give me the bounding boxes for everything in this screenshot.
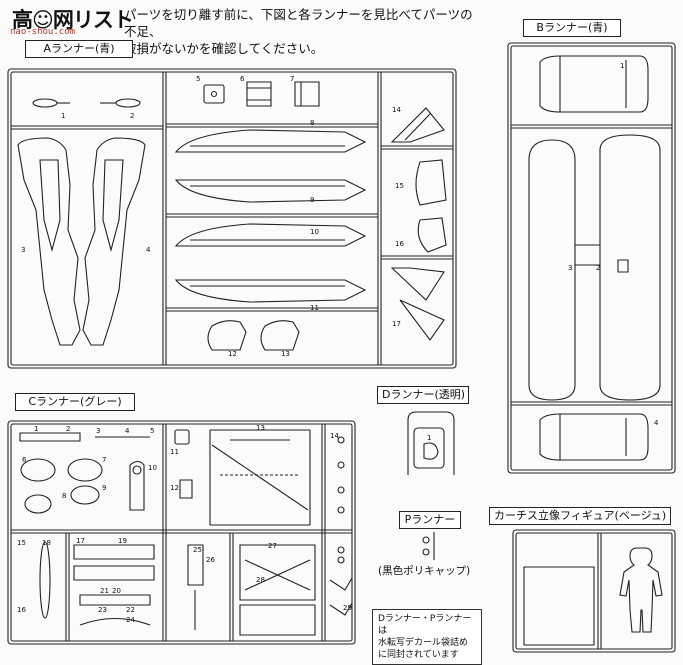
- c-part-28: 28: [256, 576, 265, 584]
- c-part-11: 11: [170, 448, 179, 456]
- b-runner-parts: [529, 56, 660, 460]
- c-part-10: 10: [148, 464, 157, 472]
- a-part-2: 2: [130, 112, 134, 120]
- figure-runner-label: カーチス立像フィギュア(ベージュ): [489, 507, 671, 525]
- d-runner-part-numbers: 1: [427, 434, 431, 442]
- note-line-3: に同封されています: [378, 650, 459, 660]
- a-part-11: 11: [310, 304, 319, 312]
- c-part-29: 29: [343, 604, 352, 612]
- a-part-16: 16: [395, 240, 404, 248]
- c-part-16: 16: [17, 606, 26, 614]
- c-part-23: 23: [98, 606, 107, 614]
- c-part-12: 12: [170, 484, 179, 492]
- a-part-10: 10: [310, 228, 319, 236]
- watermark: nao-shou.com: [10, 27, 76, 37]
- p-runner-label: Pランナー: [399, 511, 461, 529]
- c-part-5: 5: [150, 427, 154, 435]
- c-runner-frame: [8, 421, 355, 644]
- c-part-22: 22: [126, 606, 135, 614]
- c-runner-part-numbers: 1 2 3 4 5 6 7 8 9 10 11 12 13 14 15 16 1…: [17, 424, 352, 624]
- c-runner-parts: [20, 430, 352, 635]
- a-runner-parts: [18, 82, 446, 350]
- b-part-1: 1: [620, 62, 624, 70]
- c-part-3: 3: [96, 427, 100, 435]
- c-part-4: 4: [125, 427, 130, 435]
- c-part-1: 1: [34, 425, 38, 433]
- a-part-1: 1: [61, 112, 65, 120]
- a-runner-frame: [8, 69, 456, 368]
- c-part-2: 2: [66, 425, 70, 433]
- b-part-4: 4: [654, 419, 659, 427]
- c-part-7: 7: [102, 456, 106, 464]
- a-part-4: 4: [146, 246, 151, 254]
- c-part-21: 21: [100, 587, 109, 595]
- delivery-note: Dランナー・Pランナーは 水転写デカール袋詰め に同封されています: [372, 609, 482, 665]
- c-part-13: 13: [256, 424, 265, 432]
- a-part-17: 17: [392, 320, 401, 328]
- c-part-27: 27: [268, 542, 277, 550]
- note-line-2: 水転写デカール袋詰め: [378, 638, 469, 648]
- d-runner-frame: [408, 412, 454, 475]
- c-part-15: 15: [17, 539, 26, 547]
- a-part-5: 5: [196, 75, 200, 83]
- a-part-15: 15: [395, 182, 404, 190]
- intro-line-2: 破損がないかを確認してください。: [124, 41, 324, 56]
- d-runner-label: Dランナー(透明): [377, 386, 469, 404]
- d-part-1: 1: [427, 434, 431, 442]
- page-title: 高☺网リスト: [12, 4, 134, 34]
- a-runner-label: Aランナー(青): [25, 40, 133, 58]
- c-part-20: 20: [112, 587, 121, 595]
- a-part-6: 6: [240, 75, 245, 83]
- c-part-14: 14: [330, 432, 339, 440]
- p-runner-caption: (黒色ポリキャップ): [378, 565, 471, 577]
- c-part-19: 19: [118, 537, 127, 545]
- c-part-18: 18: [42, 539, 51, 547]
- a-part-7: 7: [290, 75, 294, 83]
- a-part-14: 14: [392, 106, 401, 114]
- c-part-8: 8: [62, 492, 66, 500]
- p-runner-parts: [423, 532, 434, 560]
- intro-line-1: パーツを切り離す前に、下図と各ランナーを見比べてパーツの不足、: [124, 7, 473, 39]
- b-runner-label: Bランナー(青): [523, 19, 621, 37]
- a-part-13: 13: [281, 350, 290, 358]
- c-runner-label: Cランナー(グレー): [15, 393, 135, 411]
- c-part-26: 26: [206, 556, 215, 564]
- a-runner-part-numbers: 1 2 3 4 5 6 7 8 9 10 11 12 13 14 15 16 1…: [21, 75, 404, 358]
- b-runner-part-numbers: 1 2 3 4: [568, 62, 659, 427]
- c-part-17: 17: [76, 537, 85, 545]
- note-line-1: Dランナー・Pランナーは: [378, 614, 472, 636]
- c-part-25: 25: [193, 546, 202, 554]
- figure-runner-frame: [513, 530, 675, 652]
- c-part-24: 24: [126, 616, 135, 624]
- a-part-8: 8: [310, 119, 314, 127]
- a-part-12: 12: [228, 350, 237, 358]
- a-part-3: 3: [21, 246, 25, 254]
- b-part-2: 2: [596, 264, 600, 272]
- a-part-9: 9: [310, 196, 314, 204]
- intro-text: パーツを切り離す前に、下図と各ランナーを見比べてパーツの不足、 破損がないかを確…: [124, 6, 474, 57]
- b-runner-frame: [508, 43, 675, 473]
- page-title-text: 高☺网リスト: [12, 8, 134, 32]
- b-part-3: 3: [568, 264, 572, 272]
- c-part-6: 6: [22, 456, 27, 464]
- c-part-9: 9: [102, 484, 106, 492]
